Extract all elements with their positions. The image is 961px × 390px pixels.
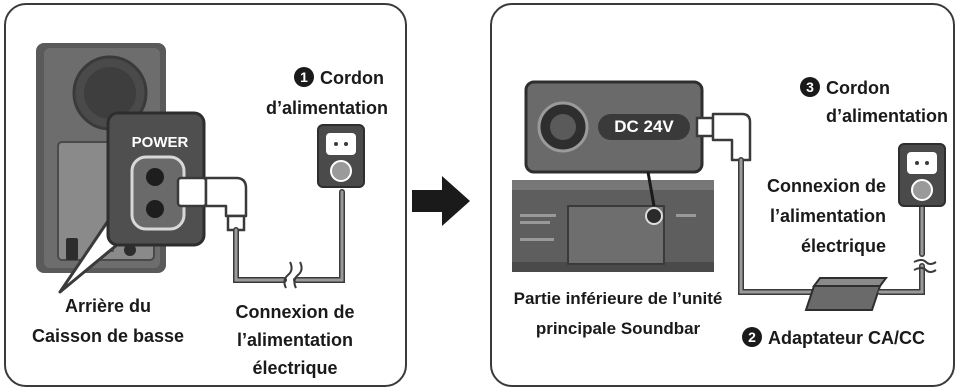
cord-line1-right: Cordon xyxy=(826,78,890,98)
subwoofer-line2: Caisson de basse xyxy=(31,326,185,346)
cord-line1: Cordon xyxy=(320,68,384,88)
step-number-1: 1 xyxy=(294,67,315,87)
wall-outlet-icon xyxy=(898,143,946,207)
conn-line1-left: Connexion de xyxy=(235,302,355,322)
conn-line2-left: l’alimentation xyxy=(236,330,353,350)
dc-callout xyxy=(524,80,704,207)
cord-line2-right: d’alimentation xyxy=(825,106,948,126)
step-number-2: 2 xyxy=(742,327,762,347)
arrow-right-icon xyxy=(412,176,470,226)
adapter-text: Adaptateur CA/CC xyxy=(768,328,926,348)
soundbar xyxy=(512,180,714,272)
dc-label: DC 24V xyxy=(614,117,674,136)
conn-line3-left: électrique xyxy=(252,358,338,378)
power-label: POWER xyxy=(131,134,189,151)
dc-plug xyxy=(695,112,752,162)
soundbar-line1: Partie inférieure de l’unité xyxy=(513,289,723,308)
adapter-label: 2 Adaptateur CA/CC xyxy=(742,326,952,351)
power-plug xyxy=(176,176,248,232)
switch-icon xyxy=(66,238,78,260)
cord-line2-left: d’alimentation xyxy=(265,98,388,118)
adapter xyxy=(804,277,888,311)
subwoofer-line1: Arrière du xyxy=(64,296,152,316)
power-socket-icon xyxy=(130,155,186,231)
conn-line3-right: électrique xyxy=(800,236,886,256)
wall-outlet-icon xyxy=(317,124,365,188)
soundbar-line2: principale Soundbar xyxy=(535,319,701,338)
conn-line1-right: Connexion de xyxy=(766,176,886,196)
conn-line2-right: l’alimentation xyxy=(769,206,886,226)
step-number-3: 3 xyxy=(800,77,821,97)
